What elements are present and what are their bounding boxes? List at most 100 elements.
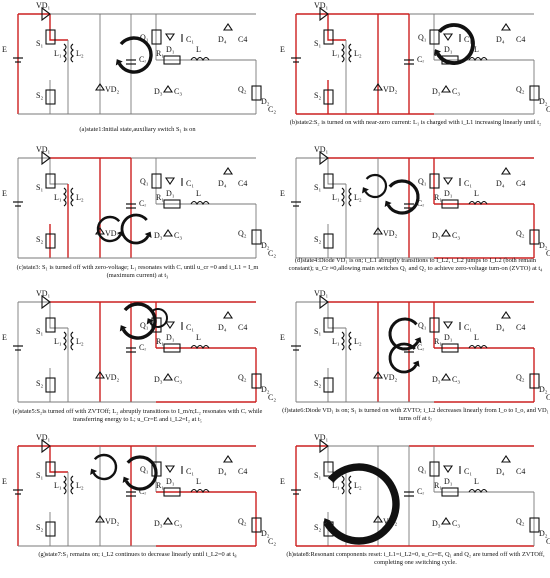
diode-vd1	[319, 438, 329, 454]
d2-label: D₂	[261, 97, 270, 106]
resistor-r1	[441, 487, 459, 497]
diode-d1	[164, 321, 176, 329]
switch-q2	[529, 229, 540, 245]
switch-s1	[45, 461, 56, 477]
vd1-label: VD₁	[36, 289, 51, 298]
inductor-l1	[63, 187, 67, 207]
switch-q2	[529, 373, 540, 389]
l1-label: L₁	[332, 337, 340, 346]
diode-d4	[500, 455, 512, 463]
circuit-panel-4: EVD₁S₁L₁L₂VD₂S₂CᵣQ₁D₁C₁R₁LD₄C4D₃C₃Q₂D₂C₂…	[278, 144, 550, 288]
r1-label: R₁	[434, 337, 442, 346]
d2-label: D₂	[539, 97, 548, 106]
q1-label: Q₁	[140, 33, 149, 42]
d4-label: D₄	[218, 35, 227, 44]
inductor-l2	[348, 475, 352, 495]
c2-label: C₂	[546, 393, 550, 402]
switch-q1	[151, 29, 162, 45]
circuit-panel-2: EVD₁S₁L₁L₂VD₂S₂CᵣQ₁D₁C₁R₁LD₄C4D₃C₃Q₂D₂C₂…	[278, 0, 550, 144]
d1-label: D₁	[444, 477, 453, 486]
switch-q2	[529, 517, 540, 533]
wire-s1	[327, 302, 346, 329]
l-label: L	[196, 333, 201, 342]
switch-s2	[323, 233, 334, 249]
switch-s1	[323, 173, 334, 189]
vd1-label: VD₁	[314, 289, 329, 298]
c4-label: C4	[516, 179, 525, 188]
cr-label: Cᵣ	[139, 487, 146, 496]
panel-caption: (h)state8:Resonant components reset: i_L…	[286, 551, 545, 566]
switch-s2	[323, 377, 334, 393]
switch-q2	[251, 517, 262, 533]
c2-label: C₂	[268, 105, 276, 114]
q2-label: Q₂	[238, 373, 247, 382]
arrow-head	[414, 337, 422, 344]
d3-label: D₃	[432, 231, 441, 240]
arrow-head	[412, 360, 420, 367]
d1-label: D₁	[166, 45, 175, 54]
current-arrow	[388, 317, 420, 351]
q2-label: Q₂	[516, 517, 525, 526]
wire-s1	[49, 302, 68, 329]
switch-q1	[151, 173, 162, 189]
l-label: L	[474, 45, 479, 54]
c2-label: C₂	[546, 537, 550, 546]
c3-label: C₃	[174, 231, 182, 240]
l-label: L	[196, 45, 201, 54]
vd2-label: VD₂	[105, 85, 120, 94]
s1-label: S₁	[314, 183, 321, 192]
inductor-l2	[70, 475, 74, 495]
s2-label: S₂	[314, 91, 321, 100]
diode-vd1	[319, 150, 329, 166]
d2-label: D₂	[539, 385, 548, 394]
source-label: E	[2, 45, 7, 54]
q2-label: Q₂	[238, 517, 247, 526]
switch-s1	[323, 317, 334, 333]
d3-label: D₃	[432, 87, 441, 96]
q1-label: Q₁	[418, 177, 427, 186]
wire-s1	[327, 14, 346, 41]
switch-q2	[251, 229, 262, 245]
d2-label: D₂	[261, 241, 270, 250]
circuit-panel-8: EVD₁S₁L₁L₂VD₂S₂CᵣQ₁D₁C₁R₁LD₄C4D₃C₃Q₂D₂C₂…	[278, 432, 550, 576]
switch-s2	[323, 89, 334, 105]
diode-d4	[500, 311, 512, 319]
current-arrow	[435, 23, 475, 65]
diode-vd2	[94, 515, 106, 523]
inductor-l1	[341, 331, 345, 351]
l-label: L	[474, 333, 479, 342]
switch-q2	[529, 85, 540, 101]
arrow-head	[115, 59, 123, 66]
d1-label: D₁	[444, 189, 453, 198]
d4-label: D₄	[496, 467, 505, 476]
diode-d3	[162, 373, 174, 381]
wire-s1	[49, 446, 68, 473]
d3-label: D₃	[154, 375, 163, 384]
d4-label: D₄	[496, 323, 505, 332]
c2-label: C₂	[546, 105, 550, 114]
c4-label: C4	[238, 467, 247, 476]
inductor-l2	[70, 331, 74, 351]
s2-label: S₂	[36, 91, 43, 100]
l2-label: L₂	[354, 337, 362, 346]
q1-label: Q₁	[140, 465, 149, 474]
d2-label: D₂	[261, 529, 270, 538]
l2-label: L₂	[76, 481, 84, 490]
r1-label: R₁	[156, 193, 164, 202]
inductor-l	[190, 200, 210, 206]
d2-label: D₂	[261, 385, 270, 394]
d1-label: D₁	[166, 189, 175, 198]
c3-label: C₃	[452, 519, 460, 528]
arrow-head	[144, 231, 152, 238]
q2-label: Q₂	[238, 229, 247, 238]
inductor-l2	[70, 187, 74, 207]
arrow-head	[119, 325, 127, 332]
c4-label: C4	[516, 35, 525, 44]
inductor-l	[190, 488, 210, 494]
r1-label: R₁	[434, 481, 442, 490]
c2-label: C₂	[268, 249, 276, 258]
diode-vd1	[41, 294, 51, 310]
d4-label: D₄	[218, 179, 227, 188]
